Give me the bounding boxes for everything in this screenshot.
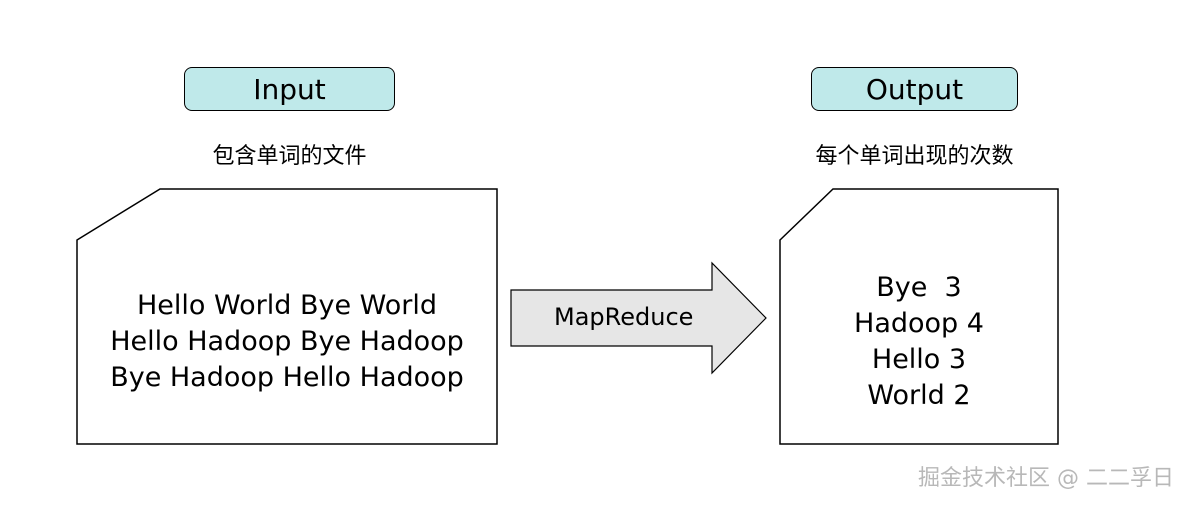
output-document-text: Bye 3 Hadoop 4 Hello 3 World 2 [780, 270, 1058, 414]
output-line: World 2 [867, 380, 971, 411]
input-document-shape [76, 188, 498, 445]
input-line: Hello Hadoop Bye Hadoop [110, 326, 464, 357]
output-line: Hadoop 4 [854, 308, 984, 339]
input-line: Hello World Bye World [136, 290, 438, 321]
output-title: Output [865, 72, 964, 106]
output-title-box: Output [811, 67, 1018, 111]
output-document-shape [779, 188, 1059, 445]
input-document-text: Hello World Bye World Hello Hadoop Bye H… [77, 288, 497, 396]
mapreduce-label: MapReduce [554, 303, 694, 331]
output-subtitle: 每个单词出现的次数 [815, 144, 1014, 169]
watermark: 掘金技术社区 @ 二二孚日 [918, 466, 1174, 491]
input-title-box: Input [184, 67, 395, 111]
input-subtitle: 包含单词的文件 [212, 144, 367, 169]
output-line: Hello 3 [871, 344, 967, 375]
mapreduce-arrow-shape [510, 261, 767, 375]
input-title: Input [253, 72, 326, 106]
output-line: Bye 3 [876, 272, 962, 303]
input-line: Bye Hadoop Hello Hadoop [110, 362, 464, 393]
